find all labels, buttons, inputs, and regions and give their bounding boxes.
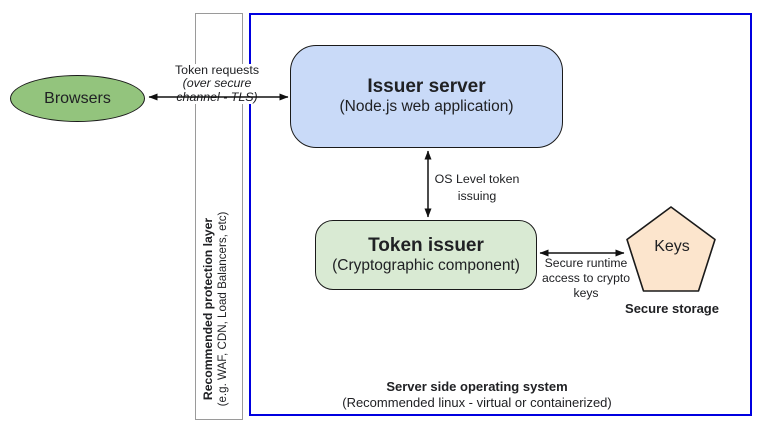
token-issuer-title: Token issuer (368, 234, 484, 256)
secure-storage-caption: Secure storage (625, 301, 719, 316)
protection-layer-title: Recommended protection layer (201, 217, 215, 401)
issuer-server-node: Issuer server (Node.js web application) (290, 45, 563, 148)
token-requests-line2: (over secure channel - TLS) (176, 76, 258, 104)
issuer-server-subtitle: (Node.js web application) (339, 98, 514, 116)
keys-label: Keys (654, 238, 690, 255)
os-token-issuing-label: OS Level token issuing (434, 172, 520, 203)
token-requests-line1: Token requests (174, 63, 260, 77)
keys-node (624, 205, 720, 297)
token-requests-label: Token requests (over secure channel - TL… (167, 63, 267, 105)
browsers-label: Browsers (44, 89, 111, 107)
server-os-subtitle: (Recommended linux - virtual or containe… (342, 394, 612, 410)
browsers-node: Browsers (10, 75, 145, 122)
issuer-server-title: Issuer server (367, 76, 486, 98)
protection-layer-subtitle: (e.g. WAF, CDN, Load Balancers, etc) (216, 211, 230, 407)
secure-runtime-label: Secure runtime access to crypto keys (541, 256, 631, 300)
token-issuer-node: Token issuer (Cryptographic component) (315, 220, 537, 290)
pentagon-shape-icon (626, 206, 716, 292)
token-issuer-subtitle: (Cryptographic component) (332, 256, 520, 274)
server-os-caption: Server side operating system (Recommende… (327, 379, 627, 410)
protection-layer-label: Recommended protection layer (e.g. WAF, … (201, 209, 237, 409)
server-os-title: Server side operating system (386, 379, 568, 394)
